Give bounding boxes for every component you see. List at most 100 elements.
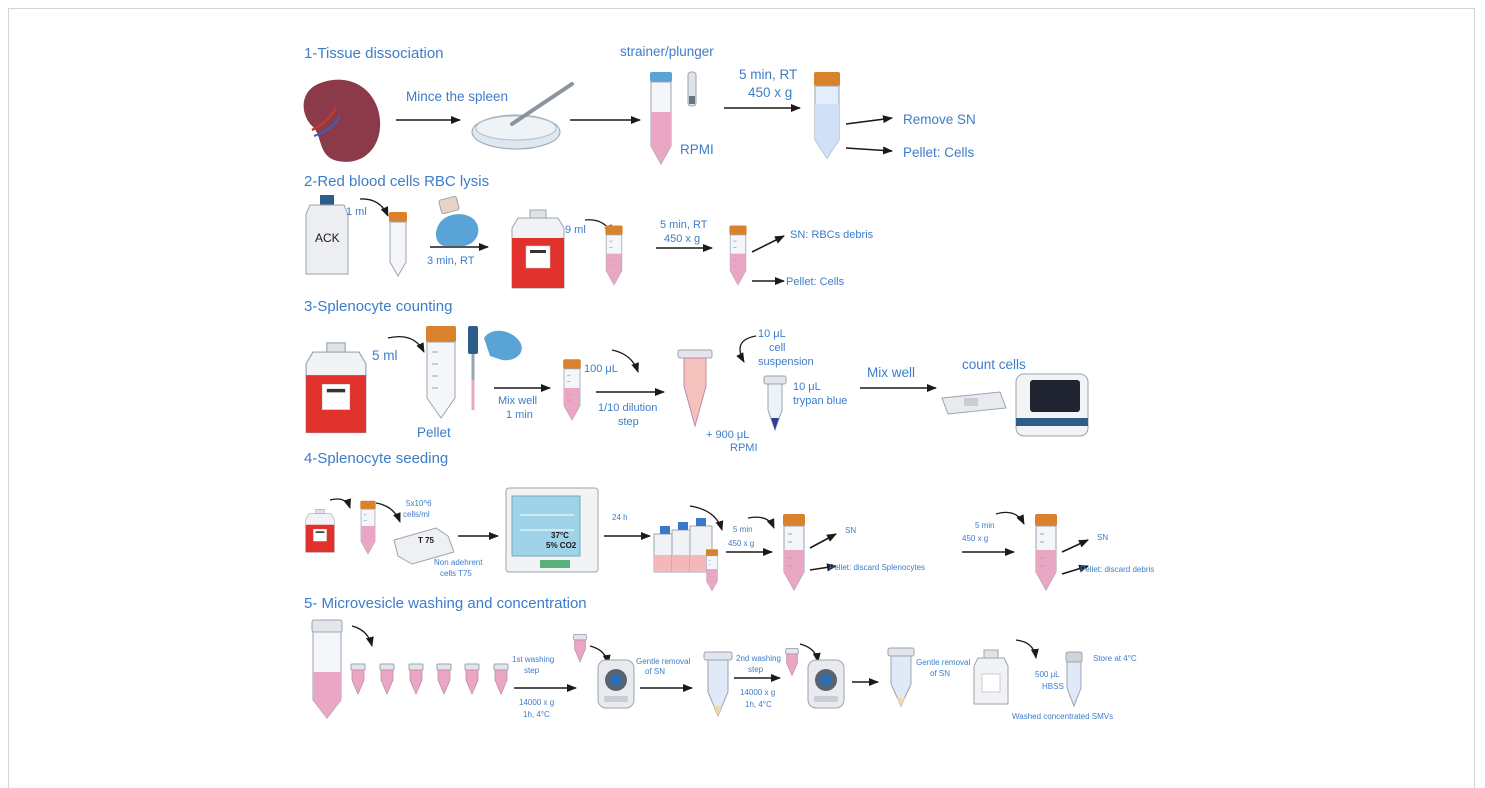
- centrifuge-icon: [597, 659, 635, 709]
- step3-title: 3-Splenocyte counting: [304, 298, 452, 315]
- step2-title: 2-Red blood cells RBC lysis: [304, 173, 489, 190]
- final-label: Washed concentrated SMVs: [1012, 712, 1113, 721]
- pellet1-label: Pellet: discard Splenocytes: [829, 563, 925, 572]
- curved-arrow: [1015, 639, 1039, 659]
- pellet-tube-icon: [426, 326, 456, 419]
- rpmi-bottle-icon: [305, 342, 367, 434]
- figure-frame: [8, 8, 1475, 788]
- spin-time-label: 5 min, RT: [739, 67, 797, 82]
- strainer-label: strainer/plunger: [620, 44, 714, 59]
- centrifuge-icon: [807, 659, 845, 709]
- hbss-b-label: HBSS: [1042, 682, 1064, 691]
- spin-time-label: 5 min, RT: [660, 219, 708, 231]
- w1-g-label: 14000 x g: [519, 698, 554, 707]
- vol1-label: 1 ml: [346, 206, 367, 218]
- sn1-label: SN: [845, 526, 856, 535]
- spin2-t-label: 5 min: [975, 521, 995, 530]
- curved-arrow: [329, 498, 351, 509]
- w1-c-label: 1h, 4°C: [523, 710, 550, 719]
- count-label: count cells: [962, 357, 1026, 372]
- strainer-tube-icon: [650, 71, 697, 166]
- rpmi-a-label: + 900 μL: [706, 429, 749, 441]
- dilution-b-label: step: [618, 416, 639, 428]
- spin1-g-label: 450 x g: [728, 539, 754, 548]
- store-label: Store at 4°C: [1093, 654, 1137, 663]
- gentle2-a-label: Gentle removal: [916, 658, 970, 667]
- cs-b-label: cell: [769, 342, 786, 354]
- na-b-label: cells T75: [440, 569, 472, 578]
- microtube-icon: [408, 663, 424, 695]
- cell-counter-icon: [1015, 373, 1089, 437]
- pellet-cells-label: Pellet: Cells: [786, 276, 845, 288]
- conc-a-label: 5x10^6: [406, 499, 432, 508]
- rpmi-label: RPMI: [680, 142, 714, 157]
- arrow: [845, 146, 893, 155]
- w2-b-label: step: [748, 665, 764, 674]
- t75-flask-icon: [393, 527, 455, 565]
- time-label: 24 h: [612, 513, 628, 522]
- gentle1-a-label: Gentle removal: [636, 657, 690, 666]
- arrow: [1061, 564, 1089, 575]
- w1-a-label: 1st washing: [512, 655, 554, 664]
- microtube-icon: [573, 634, 587, 663]
- curved-arrow: [611, 349, 639, 373]
- trypan-tube-icon: [763, 375, 787, 432]
- tube-icon: [359, 500, 377, 555]
- w2-g-label: 14000 x g: [740, 688, 775, 697]
- hbss-bottle-icon: [973, 649, 1009, 705]
- arrow: [751, 235, 785, 253]
- incubate-label: 3 min, RT: [427, 255, 475, 267]
- temp-label: 37°C: [551, 531, 569, 540]
- flask-label: T 75: [418, 536, 435, 545]
- eppendorf-tube-icon: [677, 349, 713, 428]
- tube-icon: [782, 513, 806, 591]
- cs-c-label: suspension: [758, 356, 814, 368]
- incubator-icon: [505, 487, 599, 573]
- mince-label: Mince the spleen: [406, 89, 508, 104]
- vol-label: 5 ml: [372, 348, 398, 363]
- rpmi-b-label: RPMI: [730, 442, 758, 454]
- tb-a-label: 10 μL: [793, 381, 821, 393]
- spleen-icon: [303, 79, 381, 162]
- pellet-label: Pellet: [417, 425, 451, 440]
- petri-dish-icon: [471, 82, 574, 150]
- co2-label: 5% CO2: [546, 541, 577, 550]
- sn-rbc-label: SN: RBCs debris: [790, 229, 874, 241]
- gloved-hand-icon: [436, 195, 479, 246]
- microtube-icon: [350, 663, 366, 695]
- curved-arrow: [736, 335, 757, 363]
- tube-icon: [1034, 513, 1058, 591]
- counting-slide-icon: [941, 391, 1007, 415]
- w2-c-label: 1h, 4°C: [745, 700, 772, 709]
- mix1-a-label: Mix well: [498, 395, 537, 407]
- final-tube-icon: [1065, 651, 1083, 708]
- microtube-washed-icon: [703, 651, 733, 718]
- rpmi-bottle-icon: [511, 209, 565, 289]
- sn2-label: SN: [1097, 533, 1108, 542]
- microtube-washed-icon: [887, 647, 915, 708]
- arrow: [809, 563, 837, 572]
- microtube-icon: [464, 663, 480, 695]
- spin-g-label: 450 x g: [664, 233, 700, 245]
- spin2-g-label: 450 x g: [962, 534, 988, 543]
- w2-a-label: 2nd washing: [736, 654, 781, 663]
- tube-icon: [705, 548, 719, 592]
- spin1-t-label: 5 min: [733, 525, 753, 534]
- curved-arrow: [359, 198, 389, 217]
- pellet2-label: Pellet: discard debris: [1080, 565, 1154, 574]
- microtube-icon: [493, 663, 509, 695]
- ack-label: ACK: [315, 231, 340, 245]
- dilution-a-label: 1/10 dilution: [598, 402, 657, 414]
- rpmi-bottle-icon: [305, 509, 335, 553]
- empty-tube-icon: [389, 212, 407, 278]
- microtube-icon: [785, 648, 799, 677]
- conc-b-label: cells/ml: [403, 510, 430, 519]
- curved-arrow: [747, 516, 775, 529]
- flasks-icon: [653, 518, 713, 573]
- vol100-label: 100 μL: [584, 363, 618, 375]
- large-conical-tube-icon: [311, 619, 343, 719]
- microtube-icon: [379, 663, 395, 695]
- curved-arrow: [689, 505, 724, 531]
- spin-g-label: 450 x g: [748, 85, 792, 100]
